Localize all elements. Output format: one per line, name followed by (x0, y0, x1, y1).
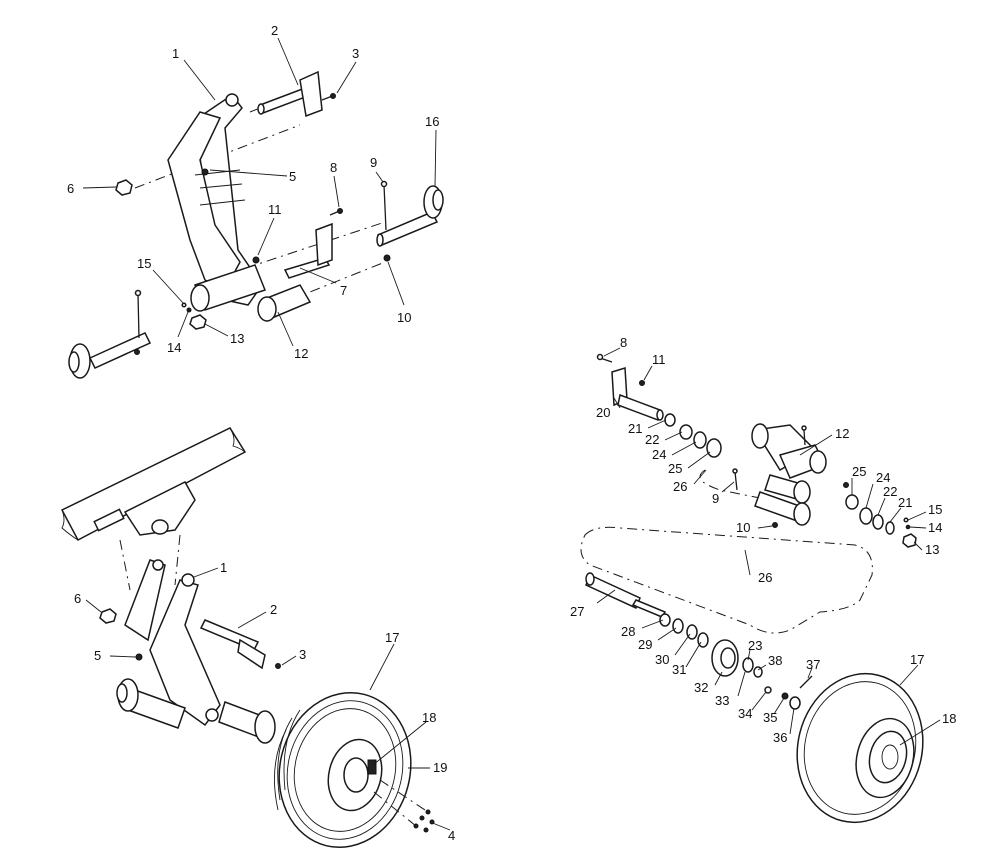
callout-a-3: 3 (352, 46, 359, 61)
callout-c-17: 17 (910, 652, 924, 667)
callout-a-11: 11 (268, 202, 282, 217)
callout-c-8: 8 (620, 335, 627, 350)
callout-c-11: 11 (652, 352, 666, 367)
callout-b-17: 17 (385, 630, 399, 645)
callout-c-12: 12 (835, 426, 849, 441)
callout-c-23: 23 (748, 638, 762, 653)
callout-b-1: 1 (220, 560, 227, 575)
callout-c-21-left: 21 (628, 421, 642, 436)
view-a-arm-assembly: 1 2 3 5 6 7 8 9 10 11 12 13 14 15 16 (67, 23, 444, 379)
callout-b-18: 18 (422, 710, 436, 725)
callout-b-4: 4 (448, 828, 455, 843)
callout-c-26-upper: 26 (673, 479, 687, 494)
callout-a-1: 1 (172, 46, 179, 61)
callout-b-3: 3 (299, 647, 306, 662)
callout-a-12: 12 (294, 346, 308, 361)
callout-b-2: 2 (270, 602, 277, 617)
callout-a-9: 9 (370, 155, 377, 170)
callout-a-8: 8 (330, 160, 337, 175)
callout-c-26-lower: 26 (758, 570, 772, 585)
callout-c-20: 20 (596, 405, 610, 420)
callout-c-14: 14 (928, 520, 942, 535)
callout-c-31: 31 (672, 662, 686, 677)
callout-c-21-right: 21 (898, 495, 912, 510)
callout-a-15: 15 (137, 256, 151, 271)
callout-a-10: 10 (397, 310, 411, 325)
callout-c-18: 18 (942, 711, 956, 726)
callout-c-28: 28 (621, 624, 635, 639)
callout-c-9: 9 (712, 491, 719, 506)
callout-a-13: 13 (230, 331, 244, 346)
view-b-wheel-assembly: 1 2 3 4 5 6 17 18 19 (60, 427, 455, 849)
callout-a-5: 5 (289, 169, 296, 184)
callout-c-25-right: 25 (852, 464, 866, 479)
view-c-hub-wheel-assembly: 8 9 10 11 12 13 14 15 17 18 20 21 21 22 … (570, 335, 956, 824)
callout-a-7: 7 (340, 283, 347, 298)
callout-c-27: 27 (570, 604, 584, 619)
callout-b-5: 5 (94, 648, 101, 663)
callout-c-10: 10 (736, 520, 750, 535)
callout-c-38: 38 (768, 653, 782, 668)
callout-b-6: 6 (74, 591, 81, 606)
callout-c-24-right: 24 (876, 470, 890, 485)
callout-c-33: 33 (715, 693, 729, 708)
callout-c-35: 35 (763, 710, 777, 725)
callout-c-37: 37 (806, 657, 820, 672)
callout-c-36: 36 (773, 730, 787, 745)
callout-b-19: 19 (433, 760, 447, 775)
callout-c-29: 29 (638, 637, 652, 652)
callout-c-30: 30 (655, 652, 669, 667)
callout-a-14: 14 (167, 340, 181, 355)
callout-a-6: 6 (67, 181, 74, 196)
callout-c-32: 32 (694, 680, 708, 695)
callout-c-25-left: 25 (668, 461, 682, 476)
callout-a-2: 2 (271, 23, 278, 38)
callout-a-16: 16 (425, 114, 439, 129)
callout-c-24-left: 24 (652, 447, 666, 462)
callout-c-15: 15 (928, 502, 942, 517)
callout-c-22-right: 22 (883, 484, 897, 499)
callout-c-22-left: 22 (645, 432, 659, 447)
callout-c-13: 13 (925, 542, 939, 557)
callout-c-34: 34 (738, 706, 752, 721)
